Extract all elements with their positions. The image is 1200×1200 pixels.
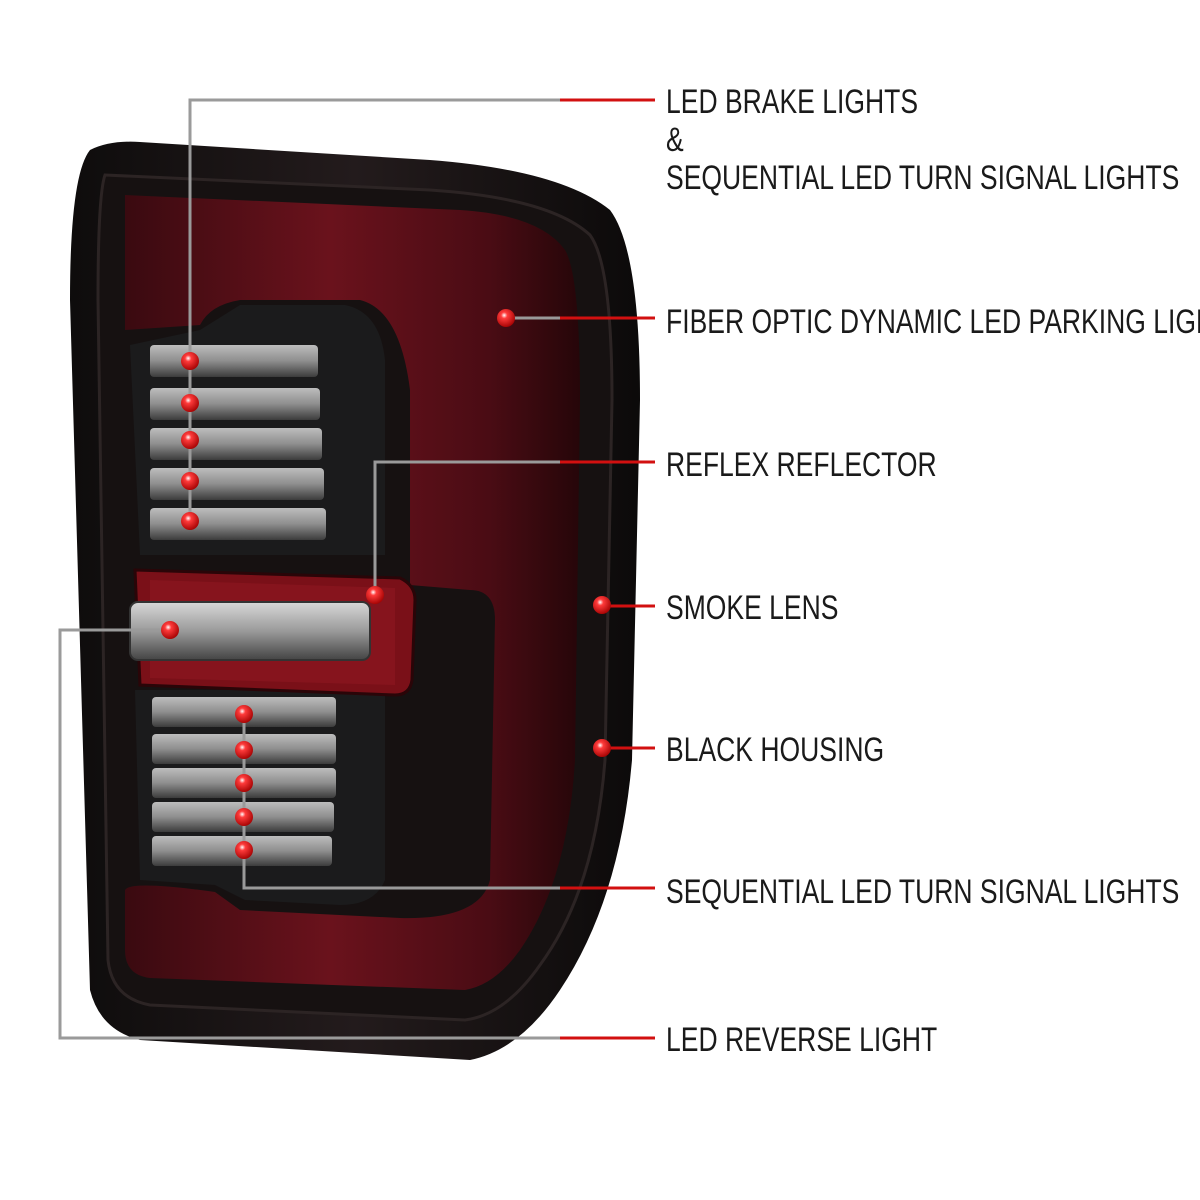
dot-parking bbox=[497, 309, 515, 327]
label-reverse: LED REVERSE LIGHT bbox=[666, 1021, 938, 1059]
leader-reverse bbox=[58, 628, 655, 1040]
label-brake-line3: SEQUENTIAL LED TURN SIGNAL LIGHTS bbox=[666, 159, 1180, 197]
dot-reverse bbox=[161, 621, 179, 639]
dot-brake-4 bbox=[181, 472, 199, 490]
label-reflector: REFLEX REFLECTOR bbox=[666, 446, 937, 484]
leader-lines bbox=[58, 98, 655, 1040]
dot-brake-1 bbox=[181, 352, 199, 370]
leader-brake bbox=[188, 98, 655, 520]
dot-turn-5 bbox=[235, 841, 253, 859]
fiber-optic-lens bbox=[125, 195, 580, 990]
dot-smoke bbox=[593, 596, 611, 614]
dot-turn-4 bbox=[235, 808, 253, 826]
dot-brake-3 bbox=[181, 431, 199, 449]
label-brake-line1: LED BRAKE LIGHTS bbox=[666, 83, 919, 121]
dot-reflector bbox=[366, 586, 384, 604]
dot-turn-1 bbox=[235, 705, 253, 723]
label-smoke: SMOKE LENS bbox=[666, 589, 839, 627]
upper-led-bars bbox=[150, 345, 326, 540]
label-parking: FIBER OPTIC DYNAMIC LED PARKING LIGHT bbox=[666, 303, 1200, 341]
dot-turn-2 bbox=[235, 741, 253, 759]
leader-turn-signal bbox=[242, 714, 655, 890]
callout-dots bbox=[161, 309, 611, 859]
dot-brake-2 bbox=[181, 394, 199, 412]
dot-turn-3 bbox=[235, 774, 253, 792]
label-brake-line2: & bbox=[666, 121, 684, 159]
label-turn-signal: SEQUENTIAL LED TURN SIGNAL LIGHTS bbox=[666, 873, 1180, 911]
label-housing: BLACK HOUSING bbox=[666, 731, 885, 769]
dot-housing bbox=[593, 739, 611, 757]
dot-brake-5 bbox=[181, 512, 199, 530]
